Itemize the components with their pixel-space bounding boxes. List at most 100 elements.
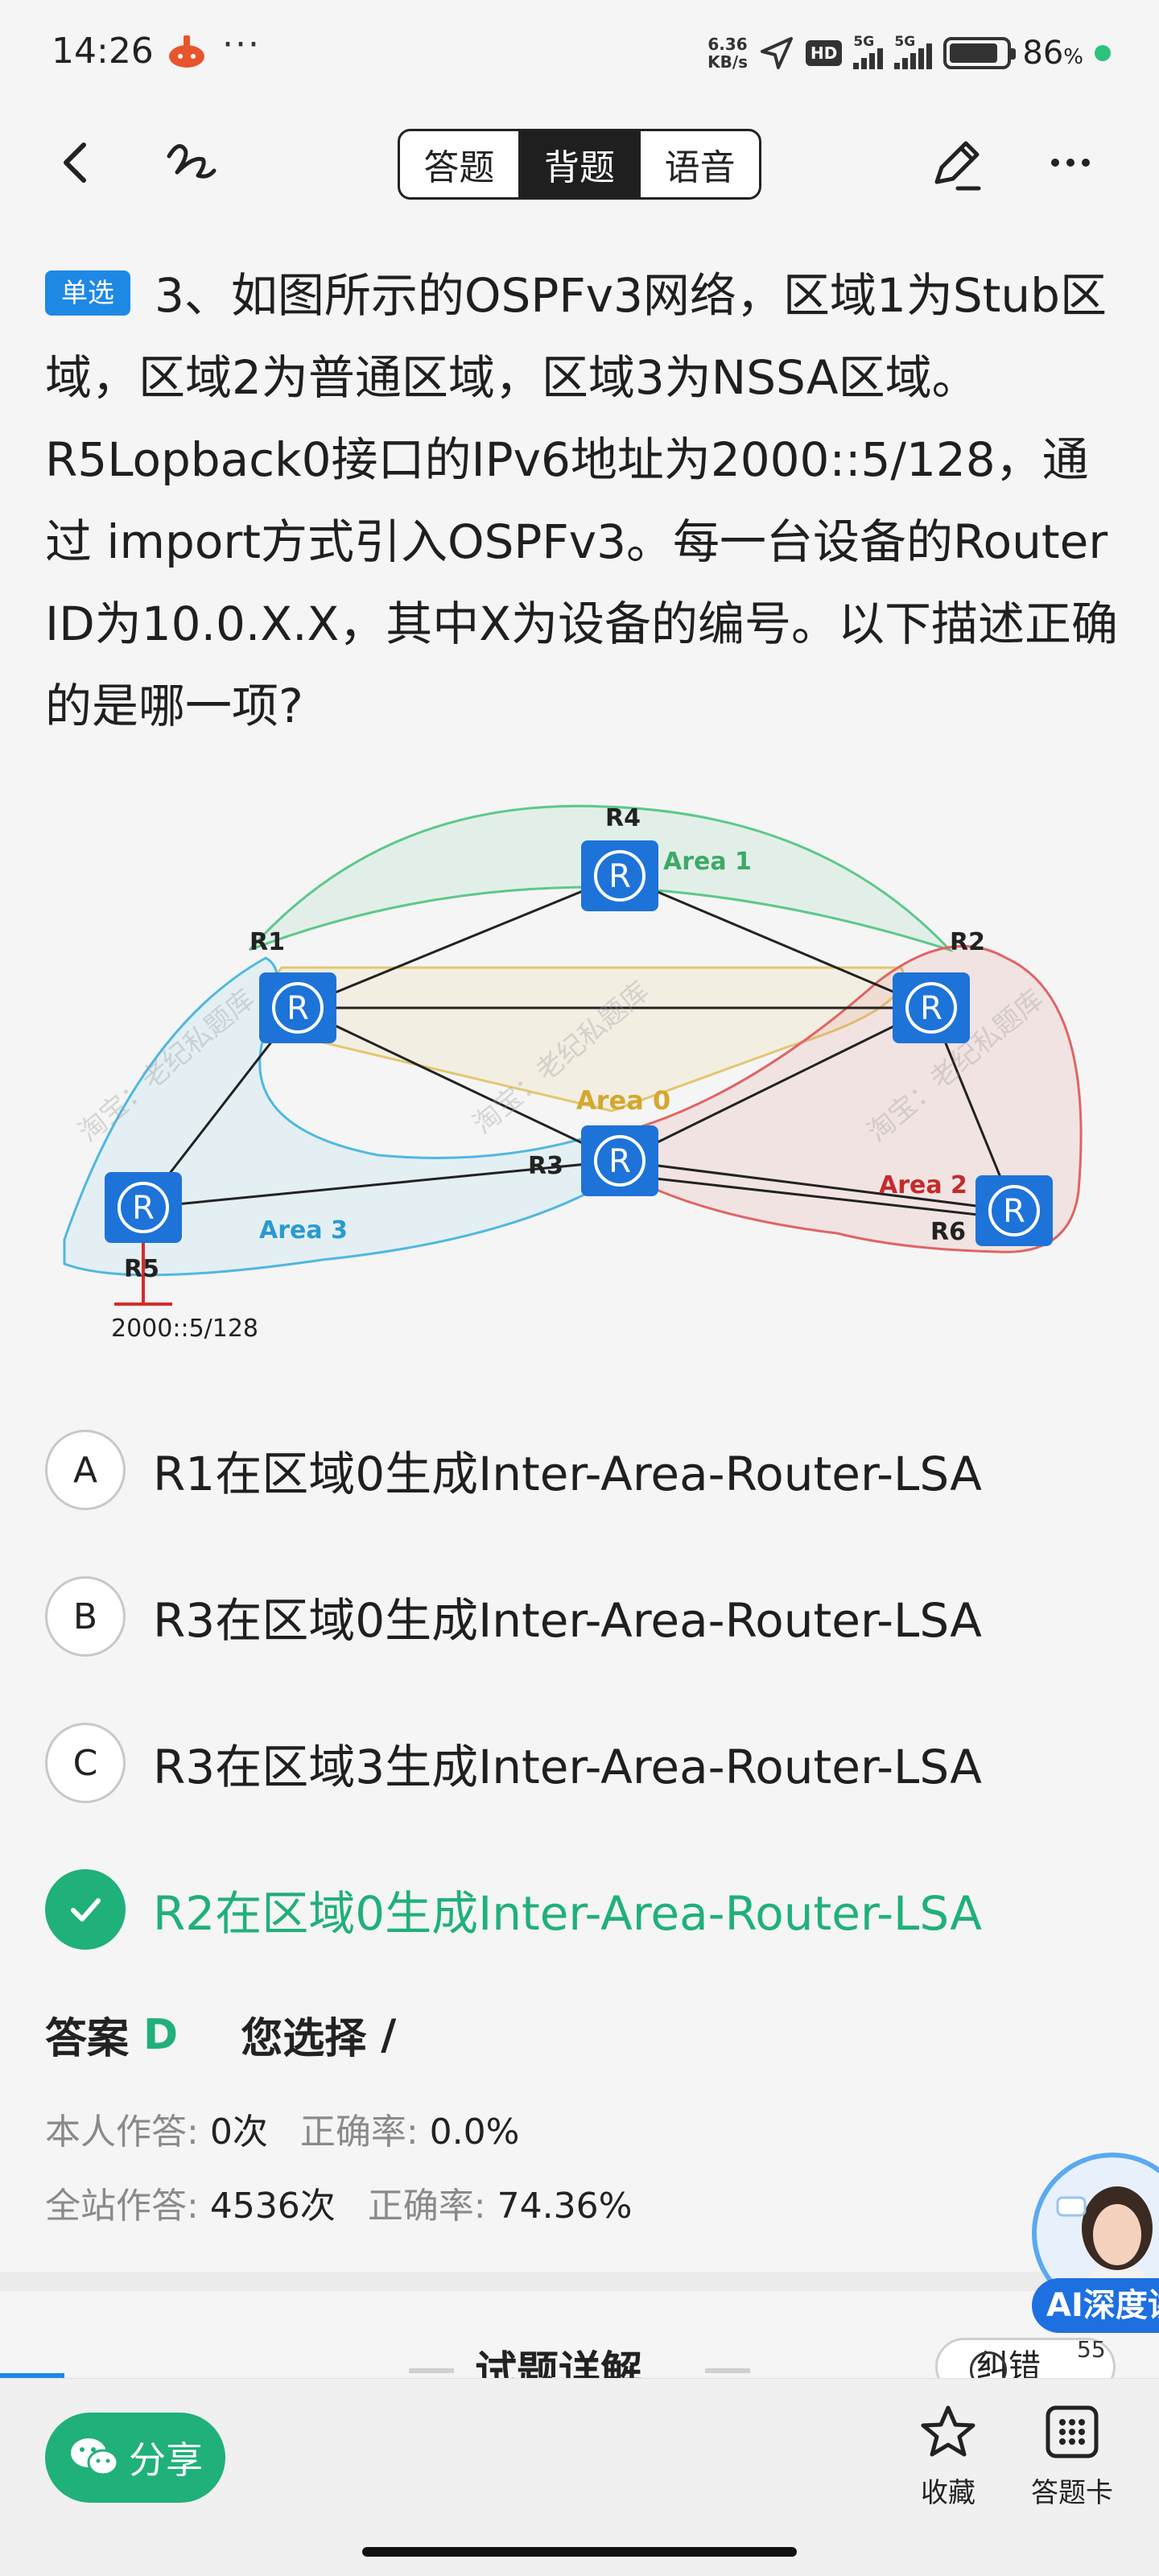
status-time: 14:26 xyxy=(52,31,154,72)
option-d-check-icon xyxy=(45,1869,126,1950)
personal-rate: 0.0% xyxy=(429,2112,520,2153)
section-divider xyxy=(0,2272,1159,2291)
router-r6: R xyxy=(975,1175,1053,1246)
selected-value: / xyxy=(381,2010,397,2059)
router-r4-icon xyxy=(581,840,658,911)
more-notifications-icon: ··· xyxy=(222,24,261,65)
question-type-badge: 单选 xyxy=(45,270,130,316)
option-c-text: R3在区域3生成Inter-Area-Router-LSA xyxy=(153,1740,982,1794)
option-b-text: R3在区域0生成Inter-Area-Router-LSA xyxy=(153,1593,982,1648)
network-speed-unit: KB/s xyxy=(707,52,749,72)
router-glyph: R xyxy=(608,1143,631,1180)
favorite-button[interactable]: 收藏 xyxy=(884,2403,1013,2510)
option-a[interactable]: A R1在区域0生成Inter-Area-Router-LSA xyxy=(45,1422,1124,1518)
back-chevron-icon[interactable] xyxy=(52,137,103,188)
router-r1-label: R1 xyxy=(250,928,285,956)
report-count: 55 xyxy=(1077,2336,1106,2363)
battery-percent-value: 86 xyxy=(1022,35,1064,72)
ai-deep-explain-button[interactable]: AI深度讲 xyxy=(1032,2278,1159,2333)
link-r1-r3 xyxy=(297,1006,621,1162)
mode-tab-2[interactable]: 语音 xyxy=(638,131,759,197)
option-b-marker: B xyxy=(45,1576,126,1657)
personal-stats: 本人作答: 0次 正确率: 0.0% xyxy=(45,2103,519,2154)
more-menu-icon[interactable] xyxy=(1038,138,1103,187)
option-a-marker: A xyxy=(45,1430,126,1510)
selected-label: 您选择 xyxy=(241,2015,367,2063)
answer-card-label: 答题卡 xyxy=(1031,2477,1113,2509)
router-r4: R xyxy=(581,840,658,911)
router-r3-label: R3 xyxy=(528,1152,563,1180)
ospf-topology-diagram: 淘宝：老纪私题库 淘宝：老纪私题库 淘宝：老纪私题库 R R R R xyxy=(48,789,1111,1368)
area-3-label: Area 3 xyxy=(259,1216,348,1245)
topology-svg: 淘宝：老纪私题库 淘宝：老纪私题库 淘宝：老纪私题库 R R R R xyxy=(63,804,1083,1343)
wechat-icon xyxy=(71,2438,119,2476)
router-r4-label: R4 xyxy=(605,804,641,832)
status-indicators: 6.36 KB/s HD 5G 5G 86% xyxy=(707,29,1111,77)
router-glyph: R xyxy=(608,858,631,895)
site-label: 全站作答: xyxy=(45,2186,199,2227)
option-d-text: R2在区域0生成Inter-Area-Router-LSA xyxy=(153,1886,982,1941)
router-r3-icon xyxy=(581,1125,658,1196)
option-d[interactable]: R2在区域0生成Inter-Area-Router-LSA xyxy=(45,1861,1124,1958)
site-count: 4536次 xyxy=(209,2186,336,2227)
router-glyph: R xyxy=(920,990,942,1027)
option-a-text: R1在区域0生成Inter-Area-Router-LSA xyxy=(153,1447,982,1501)
toolbar: 答题背题语音 xyxy=(0,121,1159,209)
site-stats: 全站作答: 4536次 正确率: 74.36% xyxy=(45,2177,632,2228)
router-glyph: R xyxy=(132,1190,155,1227)
router-r6-label: R6 xyxy=(930,1218,966,1246)
mode-tab-0[interactable]: 答题 xyxy=(423,147,495,188)
router-r1: R xyxy=(259,972,336,1043)
link-r2-r3 xyxy=(619,1006,932,1162)
link-r3-r6-b xyxy=(625,1174,1015,1220)
scroll-indicator xyxy=(0,2373,64,2378)
status-bar: 14:26 ··· 6.36 KB/s HD 5G 5G 86% xyxy=(0,0,1159,105)
router-r5-label: R5 xyxy=(124,1255,159,1283)
router-r2-label: R2 xyxy=(950,928,985,956)
hd-badge: HD xyxy=(806,40,843,66)
loopback-address-label: 2000::5/128 xyxy=(111,1315,258,1343)
mode-switch: 答题背题语音 xyxy=(398,129,761,200)
option-c-marker: C xyxy=(45,1723,126,1803)
link-r1-r4 xyxy=(297,874,621,1009)
router-r6-icon xyxy=(975,1175,1053,1246)
site-rate-label: 正确率: xyxy=(367,2186,486,2227)
star-icon xyxy=(921,2405,975,2457)
app-notification-icon xyxy=(169,35,204,68)
detail-title-line-left xyxy=(409,2368,454,2373)
option-c[interactable]: C R3在区域3生成Inter-Area-Router-LSA xyxy=(45,1715,1124,1811)
favorite-label: 收藏 xyxy=(921,2477,975,2509)
answer-card-button[interactable]: 答题卡 xyxy=(1008,2403,1136,2510)
router-r3: R xyxy=(581,1125,658,1196)
share-button[interactable]: 分享 xyxy=(45,2413,225,2503)
personal-label: 本人作答: xyxy=(45,2112,199,2153)
personal-count: 0次 xyxy=(209,2112,268,2153)
edit-pen-icon[interactable] xyxy=(926,134,987,195)
answer-value: D xyxy=(143,2010,179,2059)
privacy-indicator-dot xyxy=(1095,45,1111,61)
battery-percent-unit: % xyxy=(1063,45,1083,69)
signal-sim2-label: 5G xyxy=(894,34,916,50)
battery-percent: 86% xyxy=(1022,35,1083,72)
network-speed: 6.36 KB/s xyxy=(707,35,748,71)
link-r5-r3 xyxy=(142,1159,621,1209)
answer-label: 答案 xyxy=(45,2015,130,2063)
battery-fill xyxy=(950,43,997,63)
network-speed-value: 6.36 xyxy=(707,35,748,54)
option-b[interactable]: B R3在区域0生成Inter-Area-Router-LSA xyxy=(45,1568,1124,1665)
router-r5: R xyxy=(105,1172,182,1243)
bottom-bar: 分享 收藏 答题卡 xyxy=(0,2378,1159,2576)
mode-tab-1[interactable]: 背题 xyxy=(518,131,639,197)
router-glyph: R xyxy=(287,990,309,1027)
router-glyph: R xyxy=(1003,1193,1025,1230)
battery-icon xyxy=(943,37,1017,69)
router-r2: R xyxy=(893,972,970,1043)
grid-card-icon xyxy=(1046,2405,1099,2458)
detail-title-line-right xyxy=(705,2368,750,2373)
link-r4-r2 xyxy=(619,874,932,1009)
scribble-icon[interactable] xyxy=(161,132,222,193)
share-label: 分享 xyxy=(129,2438,203,2482)
answer-line: 答案 D 您选择 / xyxy=(45,2004,396,2065)
router-r2-icon xyxy=(893,972,970,1043)
